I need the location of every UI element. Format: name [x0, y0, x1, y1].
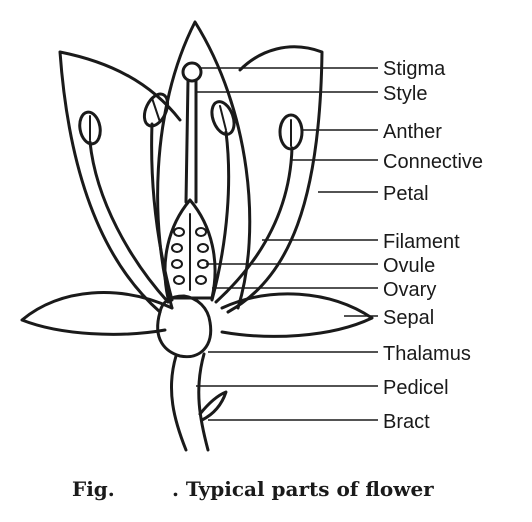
label-ovule: Ovule [383, 255, 435, 277]
pedicel [169, 354, 188, 452]
sepal-right [220, 292, 374, 338]
filament-2 [150, 122, 174, 302]
label-sepal: Sepal [383, 307, 434, 329]
label-ovary: Ovary [383, 279, 436, 301]
label-anther: Anther [383, 121, 442, 143]
anthers [78, 92, 304, 151]
ovary [163, 198, 217, 300]
style [184, 78, 190, 204]
bract [198, 390, 228, 422]
label-style: Style [383, 83, 427, 105]
sepal-left [20, 291, 174, 336]
leader-lines [196, 67, 378, 421]
label-petal: Petal [383, 183, 429, 205]
label-connective: Connective [383, 151, 483, 173]
petal-right [226, 45, 324, 314]
filament-4 [214, 146, 294, 304]
label-pedicel: Pedicel [383, 377, 449, 399]
label-thalamus: Thalamus [383, 343, 471, 365]
stigma [181, 61, 203, 83]
label-bract: Bract [383, 411, 430, 433]
filament-1 [88, 140, 170, 304]
label-stigma: Stigma [383, 58, 446, 80]
caption-prefix: Fig. [72, 477, 115, 501]
label-filament: Filament [383, 231, 460, 253]
pedicel-outer [197, 352, 210, 452]
caption-text: . Typical parts of flower [172, 477, 434, 501]
petal-left [58, 50, 182, 314]
petal-back-center [156, 20, 252, 310]
filament-3 [210, 130, 231, 302]
